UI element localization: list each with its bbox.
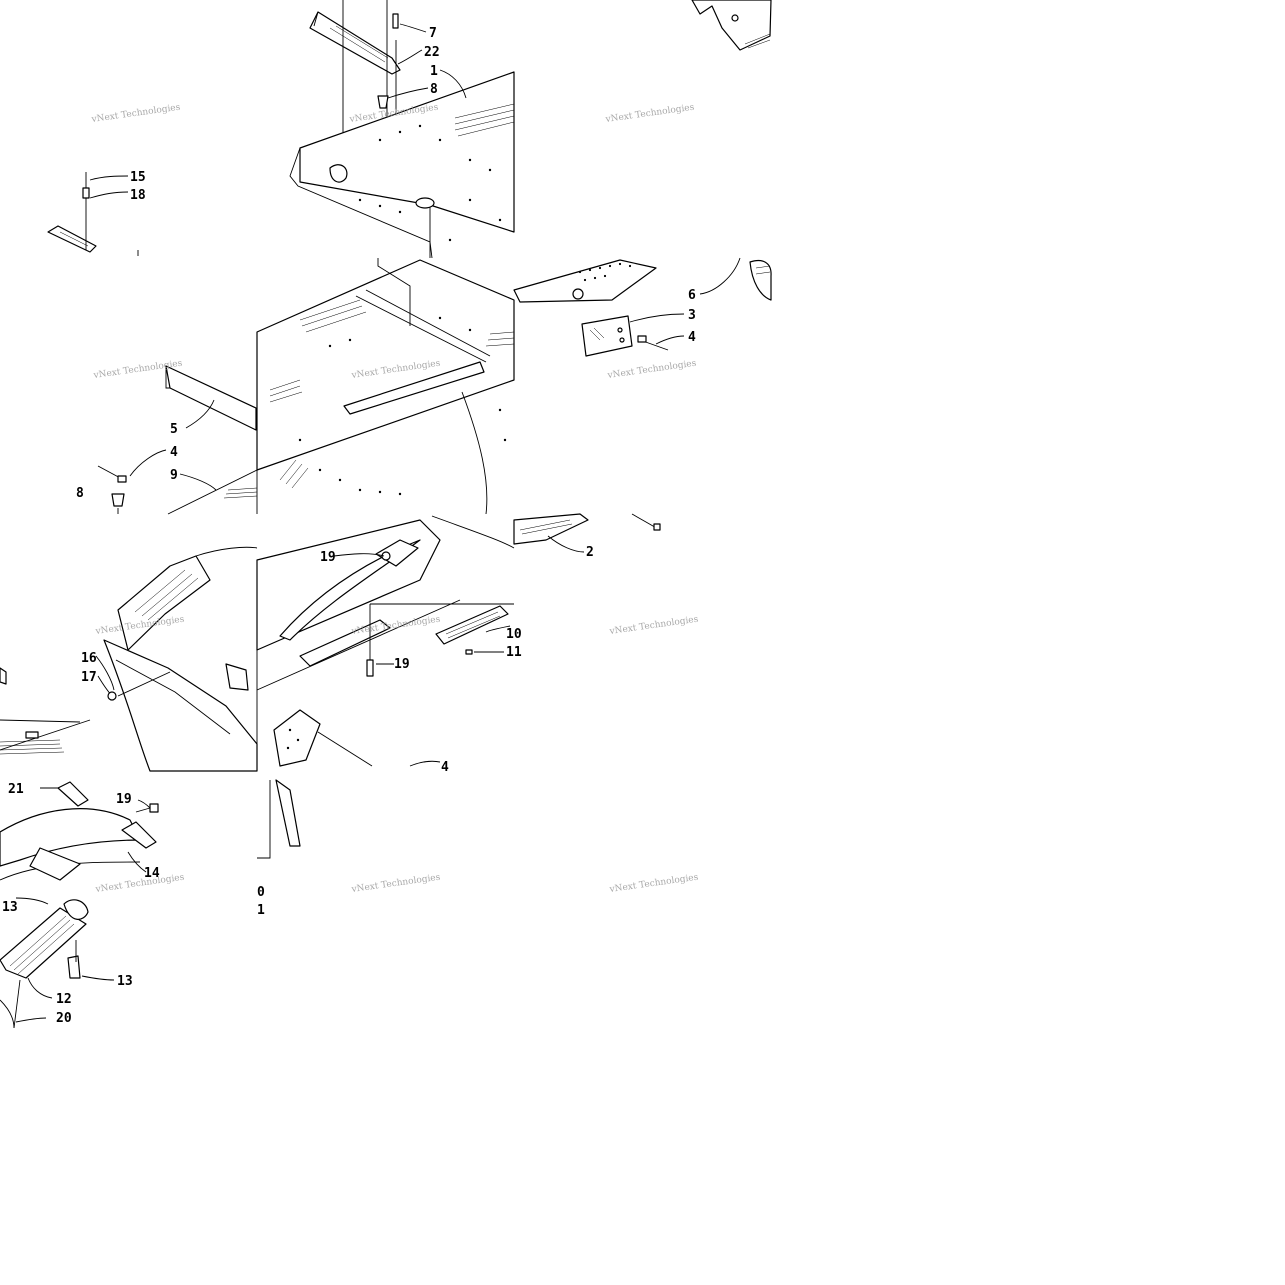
callout-4: 4 xyxy=(441,760,449,775)
callout-7: 7 xyxy=(429,26,437,41)
callout-5: 5 xyxy=(170,422,178,437)
callout-10: 10 xyxy=(506,627,522,642)
callout-19: 19 xyxy=(116,792,132,807)
callout-4: 4 xyxy=(170,445,178,460)
callout-18: 18 xyxy=(130,188,146,203)
watermark-text: vNext Technologies xyxy=(350,615,441,638)
watermark-text: vNext Technologies xyxy=(350,873,441,896)
callout-20: 20 xyxy=(56,1011,72,1026)
callout-19: 19 xyxy=(394,657,410,672)
watermarks: vNext Technologies vNext Technologies vN… xyxy=(90,103,699,896)
watermark-text: vNext Technologies xyxy=(90,103,181,126)
callout-2: 2 xyxy=(586,545,594,560)
callout-6: 6 xyxy=(688,288,696,303)
watermark-text: vNext Technologies xyxy=(606,359,697,382)
callout-8: 8 xyxy=(430,82,438,97)
rear-bumper-assembly xyxy=(0,781,159,1029)
tunnel-rear-section xyxy=(289,0,515,259)
callout-1: 1 xyxy=(257,903,265,918)
watermark-text: vNext Technologies xyxy=(608,873,699,896)
callout-13: 13 xyxy=(117,974,133,989)
tunnel-end-section xyxy=(256,515,515,771)
watermark-text: vNext Technologies xyxy=(604,103,695,126)
callout-11: 11 xyxy=(506,645,522,660)
callout-0: 0 xyxy=(257,885,265,900)
callout-15: 15 xyxy=(130,170,146,185)
lower-center-fragment xyxy=(257,779,301,859)
callout-labels: 7 22 1 8 15 18 6 3 4 5 4 9 8 2 19 10 11 … xyxy=(2,26,696,1026)
callout-19: 19 xyxy=(320,550,336,565)
callout-12: 12 xyxy=(56,992,72,1007)
callout-3: 3 xyxy=(688,308,696,323)
callout-17: 17 xyxy=(81,670,97,685)
bracket-2-group xyxy=(513,513,661,553)
callout-8: 8 xyxy=(76,486,84,501)
callout-13: 13 xyxy=(2,900,18,915)
callout-22: 22 xyxy=(424,45,440,60)
watermark-text: vNext Technologies xyxy=(608,615,699,638)
mount-bracket-small xyxy=(47,172,139,256)
callout-9: 9 xyxy=(170,468,178,483)
callout-4: 4 xyxy=(688,330,696,345)
callout-14: 14 xyxy=(144,866,160,881)
watermark-text: vNext Technologies xyxy=(94,873,185,896)
license-plate-group xyxy=(513,257,772,357)
callout-21: 21 xyxy=(8,782,24,797)
side-panel-group xyxy=(97,365,258,515)
callout-1: 1 xyxy=(430,64,438,79)
rear-bumper-frame xyxy=(0,546,258,772)
callout-16: 16 xyxy=(81,651,97,666)
top-right-fragment xyxy=(691,0,772,51)
tunnel-main-section xyxy=(256,258,515,515)
